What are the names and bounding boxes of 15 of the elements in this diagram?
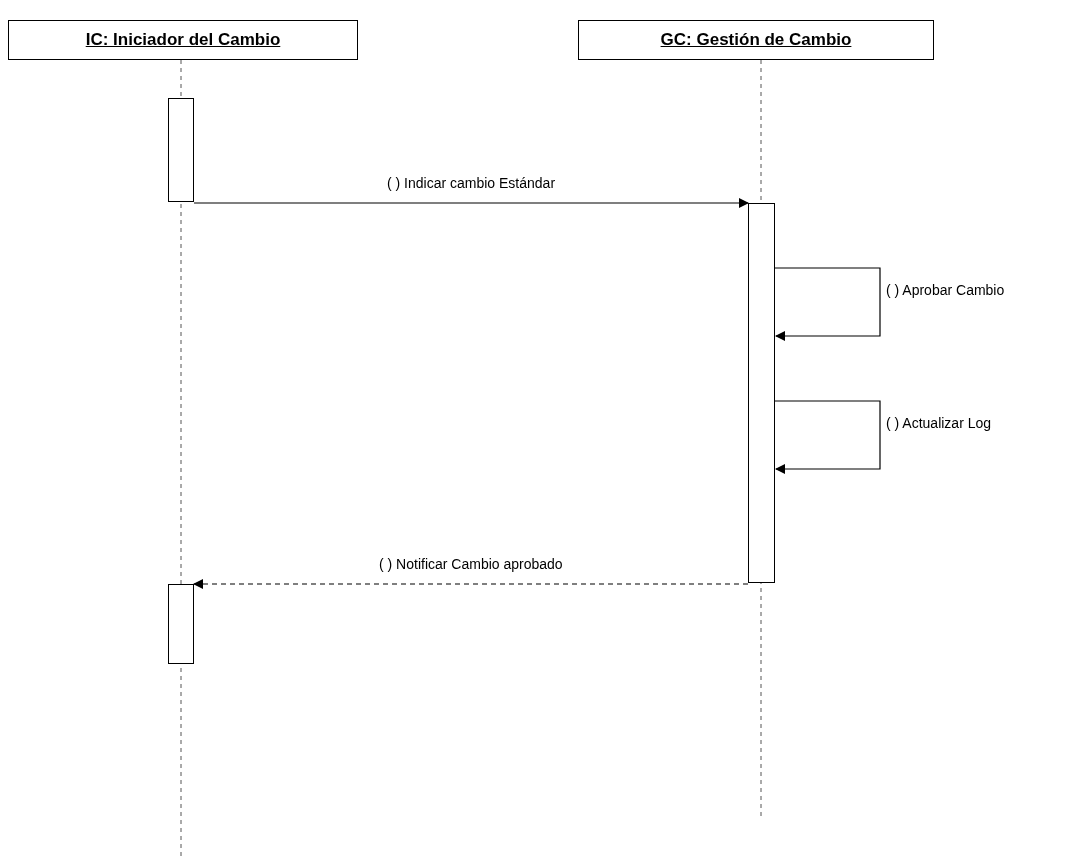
activation-bar (168, 584, 194, 664)
activation-bar (168, 98, 194, 202)
message-arrow (193, 198, 749, 208)
activation-bar (748, 203, 775, 583)
participant-name: GC: Gestión de Cambio (660, 30, 852, 50)
message-arrow (193, 579, 749, 589)
edge-label: ( ) Aprobar Cambio (884, 282, 1007, 298)
message-arrow (774, 400, 881, 474)
node-box (8, 20, 358, 60)
edge-label: ( ) Actualizar Log (884, 415, 994, 431)
participant-name: IC: Iniciador del Cambio (85, 30, 281, 50)
message-arrow (774, 267, 881, 341)
edge-label: ( ) Notificar Cambio aprobado (377, 556, 565, 572)
edge-label: ( ) Indicar cambio Estándar (385, 175, 558, 191)
node-box (578, 20, 934, 60)
